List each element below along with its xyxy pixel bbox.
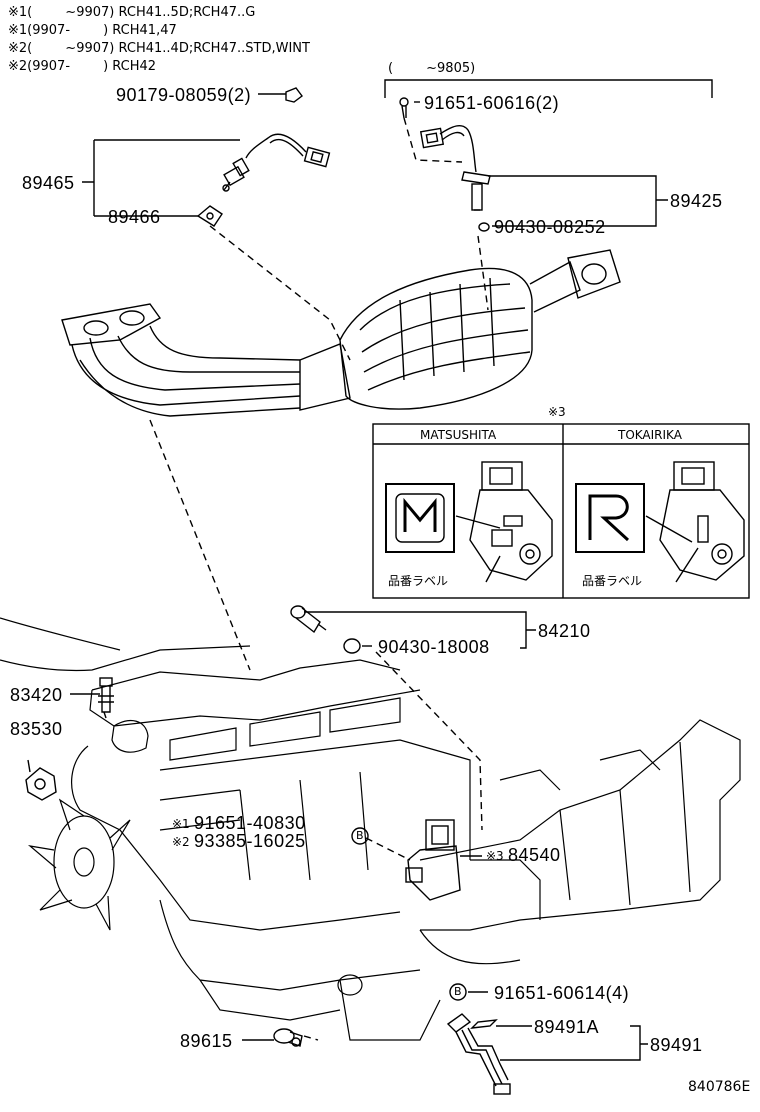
note-range: ( ~9907) bbox=[27, 41, 115, 56]
figure-id: 840786E bbox=[688, 1079, 751, 1095]
note-models: RCH41,47 bbox=[112, 23, 177, 38]
part-number-89466[interactable]: 89466 bbox=[108, 207, 161, 227]
inset-title-tokairika: TOKAIRIKA bbox=[618, 428, 682, 442]
b-circle-upper bbox=[351, 827, 369, 845]
note-range: (9907- ) bbox=[27, 23, 109, 38]
switch-84210 bbox=[290, 605, 536, 654]
part-number-84540[interactable]: 84540 bbox=[508, 845, 561, 865]
mark-3: ※3 bbox=[486, 849, 504, 863]
note-row: ※1(9907- ) RCH41,47 bbox=[8, 24, 177, 37]
note-mark: ※1 bbox=[8, 23, 28, 38]
part-number-93385-16025[interactable]: 93385-16025 bbox=[194, 831, 306, 851]
note-mark: ※1 bbox=[8, 5, 28, 20]
inset-part-label-right: 品番ラベル bbox=[582, 574, 643, 588]
part-number-90179[interactable]: 90179-08059(2) bbox=[116, 85, 252, 105]
part-number-89615[interactable]: 89615 bbox=[180, 1031, 233, 1051]
oxygen-sensor-89425 bbox=[419, 124, 491, 211]
part-number-91651-60616[interactable]: 91651-60616(2) bbox=[424, 93, 560, 113]
note-models: RCH41..4D;RCH47..STD,WINT bbox=[118, 41, 310, 56]
part-number-83420[interactable]: 83420 bbox=[10, 685, 63, 705]
part-number-89465[interactable]: 89465 bbox=[22, 173, 75, 193]
gasket-89466 bbox=[196, 205, 223, 227]
part-number-91651-60614[interactable]: 91651-60614(4) bbox=[494, 983, 630, 1003]
note-row: ※1( ~9907) RCH41..5D;RCH47..G bbox=[8, 6, 255, 19]
part-number-90430-18008[interactable]: 90430-18008 bbox=[378, 637, 490, 657]
inset-box bbox=[372, 423, 750, 599]
nut-90179 bbox=[285, 87, 303, 103]
part-number-89491A[interactable]: 89491A bbox=[534, 1017, 600, 1037]
sensor-89615 bbox=[273, 1028, 303, 1047]
note-models: RCH42 bbox=[112, 59, 157, 74]
inset-title-matsushita: MATSUSHITA bbox=[420, 428, 497, 442]
bolt-91651-60616 bbox=[399, 97, 409, 119]
exhaust-pipe bbox=[61, 249, 621, 417]
b-label-lower: B bbox=[454, 985, 462, 998]
gasket-90430-08252 bbox=[478, 222, 490, 232]
note-mark: ※2 bbox=[8, 59, 28, 74]
note-range: (9907- ) bbox=[27, 59, 109, 74]
note-models: RCH41..5D;RCH47..G bbox=[118, 5, 256, 20]
part-number-89425[interactable]: 89425 bbox=[670, 191, 723, 211]
mark-2: ※2 bbox=[172, 835, 190, 849]
inset-part-label-left: 品番ラベル bbox=[388, 574, 449, 588]
note-range: ( ~9907) bbox=[27, 5, 115, 20]
note-row: ※2(9907- ) RCH42 bbox=[8, 60, 156, 73]
leader-lines-other bbox=[27, 693, 274, 1041]
bracket-range-label: ( ~9805) bbox=[388, 61, 476, 76]
sensor-83530 bbox=[25, 767, 57, 801]
oxygen-sensor-89465 bbox=[222, 133, 331, 192]
sensor-83420 bbox=[98, 677, 114, 719]
part-number-84210[interactable]: 84210 bbox=[538, 621, 591, 641]
part-number-83530[interactable]: 83530 bbox=[10, 719, 63, 739]
part-number-91651-40830[interactable]: 91651-40830 bbox=[194, 813, 306, 833]
b-circle-lower bbox=[449, 983, 467, 1001]
dashed-leaders-mid bbox=[149, 419, 483, 1041]
part-number-90430-08252[interactable]: 90430-08252 bbox=[494, 217, 606, 237]
engine-outline bbox=[0, 617, 741, 1041]
mark-1: ※1 bbox=[172, 817, 190, 831]
note-mark: ※2 bbox=[8, 41, 28, 56]
part-number-89491[interactable]: 89491 bbox=[650, 1035, 703, 1055]
bracket-9805 bbox=[384, 79, 713, 98]
note-row: ※2( ~9907) RCH41..4D;RCH47..STD,WINT bbox=[8, 42, 310, 55]
leader-lines-top bbox=[82, 93, 668, 227]
b-label-upper: B bbox=[356, 829, 364, 842]
inset-mark: ※3 bbox=[548, 405, 566, 419]
actuator-84540 bbox=[405, 819, 482, 901]
dashed-leaders-top bbox=[209, 117, 489, 361]
sensor-89491 bbox=[446, 1013, 648, 1095]
